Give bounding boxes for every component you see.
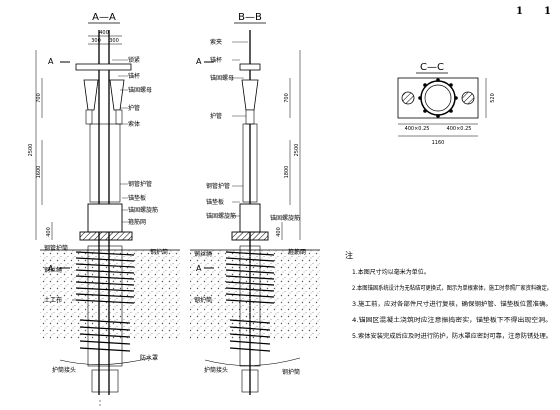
bb-dim-mid: 1800 bbox=[284, 166, 290, 179]
aa-dim-half-a: 300 bbox=[91, 38, 101, 44]
aa-label-left-2: 土工布 bbox=[44, 296, 62, 304]
notes-block: 注 1.本图尺寸均以毫米为单位。 2.本图锚固系统设计为无粘结可更换式，图示为单… bbox=[345, 250, 552, 340]
aa-label-right-1: 锚杯 bbox=[128, 72, 140, 80]
note-item-1: 2.本图锚固系统设计为无粘结可更换式，图示为单根索体，施工时参照厂家资料确定。 bbox=[352, 284, 552, 292]
aa-dim-top-width: 400 bbox=[99, 30, 109, 36]
aa-dim-half-b: 300 bbox=[109, 38, 119, 44]
section-aa-title: A—A bbox=[92, 12, 116, 23]
section-bb-title: B—B bbox=[238, 12, 262, 23]
bb-label-left-0: 索夹 bbox=[210, 38, 222, 46]
section-aa: A—A A A 400 300 300 2500 700 1600 400 bbox=[28, 12, 180, 408]
section-bb: B—B A A 2500 700 1800 400 bbox=[190, 12, 320, 395]
aa-label-right-5: 钢管护管 bbox=[128, 180, 152, 188]
bb-label-right-2: 钢护筒 bbox=[282, 368, 300, 376]
aa-label-right-2: 锚固螺母 bbox=[128, 86, 152, 94]
aa-label-right-0: 锁紧 bbox=[128, 56, 140, 64]
aa-dim-total: 2500 bbox=[28, 144, 34, 157]
bb-label-right-1: 箍筋网 bbox=[288, 248, 306, 256]
section-cc: C—C 520 400×0.25 400×0.25 1160 bbox=[397, 62, 496, 146]
cc-dim-height: 520 bbox=[490, 93, 496, 103]
page-number-right: 1 bbox=[544, 6, 551, 17]
aa-label-right-7: 锚固螺旋筋 bbox=[128, 206, 158, 214]
aa-bottom-label: 护筒接头 bbox=[52, 366, 76, 374]
cc-dim-right: 400×0.25 bbox=[447, 126, 472, 132]
aa-label-right-10: 防水罩 bbox=[140, 354, 158, 362]
bb-dim-lower: 400 bbox=[276, 227, 282, 237]
aa-cut-mark-top: A bbox=[48, 57, 54, 66]
bb-label-left-6: 锚固螺旋筋 bbox=[206, 212, 236, 220]
bb-bottom-label: 护筒接头 bbox=[204, 366, 228, 374]
bb-label-left-5: 锚垫板 bbox=[206, 198, 224, 206]
notes-heading: 注 bbox=[345, 250, 353, 260]
aa-dim-mid: 1600 bbox=[36, 166, 42, 179]
note-item-0: 1.本图尺寸均以毫米为单位。 bbox=[352, 268, 430, 276]
bb-cut-mark-top: A bbox=[196, 57, 202, 66]
bb-label-left-4: 钢管护管 bbox=[206, 182, 230, 190]
aa-label-right-9: 钢护筒 bbox=[150, 248, 168, 256]
bb-dim-total: 2500 bbox=[294, 144, 300, 157]
aa-label-right-4: 索体 bbox=[128, 120, 140, 128]
note-item-3: 4.锚固区混凝土浇筑时应注意振捣密实，锚垫板下不得出现空洞。 bbox=[352, 316, 552, 324]
aa-label-right-6: 锚垫板 bbox=[128, 194, 146, 202]
page-number-left: 1 bbox=[516, 6, 523, 17]
note-item-4: 5.索体安装完成后应及时进行防护，防水罩应密封可靠，注意防锈处理。 bbox=[352, 332, 552, 340]
cc-dim-left: 400×0.25 bbox=[405, 126, 430, 132]
bb-label-right-0: 锚固螺旋筋 bbox=[270, 214, 300, 222]
aa-label-left-1: 钢丝绳 bbox=[44, 266, 62, 274]
bb-label-left-7: 钢丝绳 bbox=[194, 250, 212, 258]
bb-dim-upper: 700 bbox=[284, 93, 290, 103]
aa-label-left-0: 钢管护筒 bbox=[44, 244, 68, 252]
note-item-2: 3.施工前，应对各部件尺寸进行复核，确保钢护管、锚垫板位置准确。 bbox=[352, 300, 552, 308]
bb-label-left-2: 锚固螺母 bbox=[210, 74, 234, 82]
bb-label-left-3: 护管 bbox=[210, 112, 222, 120]
aa-label-right-3: 护管 bbox=[128, 104, 140, 112]
aa-dim-lower: 400 bbox=[46, 227, 52, 237]
bb-label-left-8: 钢护筒 bbox=[194, 296, 212, 304]
cc-dim-width: 1160 bbox=[432, 140, 445, 146]
bb-label-left-1: 锚杯 bbox=[210, 56, 222, 64]
aa-label-right-8: 箍筋网 bbox=[128, 218, 146, 226]
section-cc-title: C—C bbox=[420, 62, 444, 73]
aa-dim-upper: 700 bbox=[36, 93, 42, 103]
